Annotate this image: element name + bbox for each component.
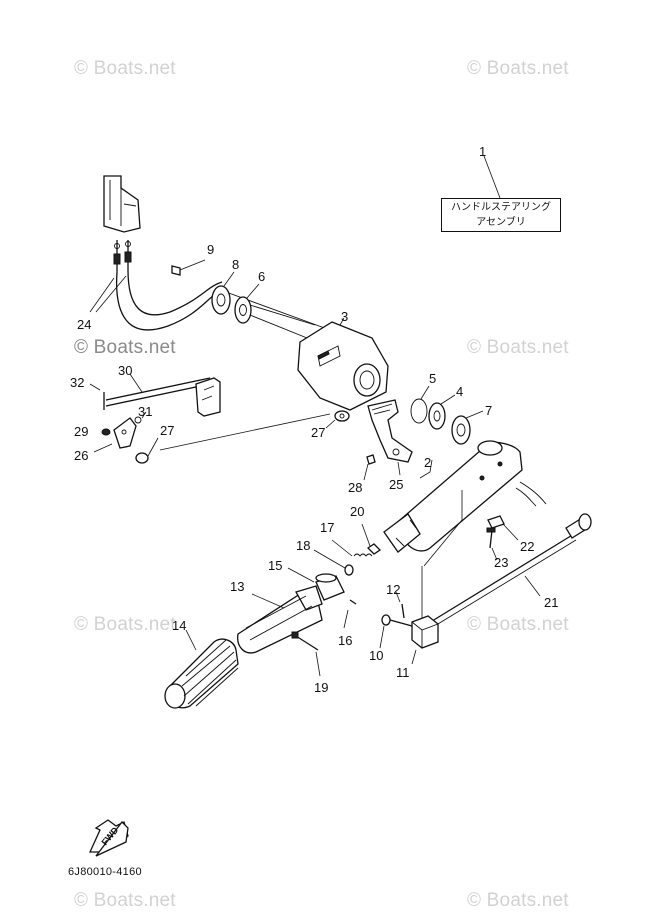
callout-20: 20 — [350, 504, 365, 519]
callout-8: 8 — [232, 257, 240, 272]
callout-14: 14 — [172, 618, 187, 633]
washer-18 — [313, 549, 354, 576]
callout-12: 12 — [386, 582, 401, 597]
callout-17: 17 — [320, 520, 335, 535]
bracket-small — [195, 377, 221, 417]
callout-7: 7 — [485, 403, 493, 418]
callout-10: 10 — [369, 648, 384, 663]
watermark: © Boats.net — [467, 58, 569, 79]
callout-23: 23 — [494, 555, 509, 570]
washer-27b — [135, 437, 159, 464]
watermark: © Boats.net — [74, 614, 176, 635]
callout-21: 21 — [544, 595, 559, 610]
callout-15: 15 — [268, 558, 283, 573]
watermark: © Boats.net — [74, 58, 176, 79]
callout-30: 30 — [118, 363, 133, 378]
callout-27: 27 — [160, 423, 175, 438]
watermark: © Boats.net — [74, 890, 176, 911]
callout-28: 28 — [348, 480, 363, 495]
washer-7 — [451, 410, 484, 445]
throttle-bracket — [103, 175, 141, 233]
friction-rod-30 — [105, 373, 211, 407]
callout-13: 13 — [230, 579, 245, 594]
callout-9: 9 — [207, 242, 215, 257]
callout-32: 32 — [70, 375, 85, 390]
callout-31: 31 — [138, 404, 153, 419]
steering-bracket-3 — [297, 317, 389, 411]
callout-26: 26 — [74, 448, 89, 463]
rubber-grip-14 — [164, 629, 239, 709]
screw-19 — [291, 631, 321, 677]
pin-28 — [363, 454, 376, 481]
diagram-code: 6J80010-4160 — [68, 866, 142, 878]
callout-27b: 27 — [311, 425, 326, 440]
pin-16 — [343, 599, 357, 629]
throttle-cable-ends — [113, 240, 132, 272]
callout-2: 2 — [424, 455, 432, 470]
cotter-pin-32 — [89, 383, 105, 410]
bolt-9 — [171, 259, 206, 276]
assembly-label-line1: ハンドルステアリング — [451, 202, 551, 213]
nut-29 — [101, 428, 111, 436]
callout-18: 18 — [296, 538, 311, 553]
callout-16: 16 — [338, 633, 353, 648]
callout-3: 3 — [341, 309, 349, 324]
throttle-shaft-21 — [423, 513, 592, 631]
callout-11: 11 — [396, 665, 410, 680]
callout-1: 1 — [479, 144, 487, 159]
washer-31 — [134, 411, 147, 424]
callout-22: 22 — [520, 539, 535, 554]
steering-handle-2 — [383, 440, 547, 553]
friction-lever-25 — [367, 399, 413, 476]
callout-5: 5 — [429, 371, 437, 386]
watermark: © Boats.net — [467, 337, 569, 358]
collar-15 — [287, 567, 345, 601]
callout-29: 29 — [74, 424, 89, 439]
plate-4 — [428, 394, 456, 430]
throttle-grip-13 — [237, 585, 323, 654]
callout-24: 24 — [77, 317, 92, 332]
assembly-label-line2: アセンブリ — [476, 217, 526, 228]
assembly-leader — [483, 155, 501, 199]
watermark: © Boats.net — [74, 337, 176, 358]
fwd-arrow-icon — [88, 819, 129, 857]
screw-12 — [395, 591, 405, 619]
screw-23 — [486, 527, 498, 561]
bushing-8 — [211, 271, 235, 315]
assembly-guide-lines — [421, 490, 463, 618]
lever-26 — [93, 417, 137, 453]
o-ring-5 — [410, 385, 430, 424]
callout-25: 25 — [389, 477, 404, 492]
watermark: © Boats.net — [467, 890, 569, 911]
assembly-label-box: ハンドルステアリング アセンブリ — [441, 198, 561, 232]
washer-6 — [234, 283, 260, 324]
screw-20 — [361, 523, 382, 555]
spring-17 — [331, 539, 373, 557]
throttle-cables — [115, 271, 221, 331]
callout-6: 6 — [258, 269, 266, 284]
watermark: © Boats.net — [467, 614, 569, 635]
guide-line — [159, 413, 331, 451]
pin-10 — [379, 614, 413, 649]
cable-clip-22 — [487, 515, 519, 541]
adjuster-block-11 — [411, 615, 439, 665]
callout-4: 4 — [456, 384, 464, 399]
callout-19: 19 — [314, 680, 329, 695]
washer-27 — [325, 410, 350, 429]
